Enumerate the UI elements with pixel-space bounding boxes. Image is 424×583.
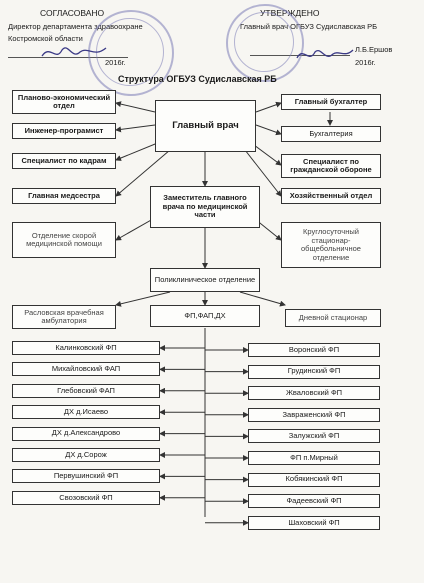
left-point-label: Свозовский ФП (59, 492, 113, 502)
right-point-label: Залужский ФП (288, 431, 340, 441)
fp-fap-label: ФП,ФАП,ДХ (184, 310, 226, 320)
seal-stamp-left (88, 10, 174, 96)
left-point-label: ДХ д.Александрово (51, 428, 121, 438)
head-nurse-box: Главная медсестра (12, 188, 116, 204)
chief-accountant-label: Главный бухгалтер (294, 96, 368, 106)
personnel-box: Специалист по кадрам (12, 153, 116, 169)
left-point-box: Свозовский ФП (12, 490, 160, 505)
fp-fap-box: ФП,ФАП,ДХ (150, 305, 260, 327)
approved-date: 2016г. (355, 58, 376, 67)
hospital-box: Круглосуточный стационар-общебольничное … (281, 222, 381, 268)
chief-accountant-box: Главный бухгалтер (281, 94, 381, 110)
left-point-box: ДХ д.Александрово (12, 426, 160, 441)
day-hospital-box: Дневной стационар (285, 309, 381, 327)
polyclinic-label: Поликлиническое отделение (154, 274, 256, 284)
left-point-label: Калинковский ФП (55, 342, 117, 352)
left-point-box: Первушинский ФП (12, 469, 160, 484)
right-point-label: Воронский ФП (288, 344, 340, 354)
signature-left (41, 47, 107, 57)
left-point-label: Глебовский ФАП (57, 385, 115, 395)
right-point-label: Завраженский ФП (282, 409, 346, 419)
head-nurse-label: Главная медсестра (28, 190, 100, 200)
hospital-label: Круглосуточный стационар-общебольничное … (301, 227, 361, 262)
household-label: Хозяйственный отдел (289, 190, 373, 200)
right-point-box: Воронский ФП (248, 343, 380, 357)
polyclinic-box: Поликлиническое отделение (150, 268, 260, 292)
right-point-box: Фадеевский ФП (248, 494, 380, 509)
approved-line1: Главный врач ОГБУЗ Судиславская РБ (240, 22, 378, 31)
rural-clinic-label: Расловская врачебная амбулатория (24, 307, 104, 325)
right-point-label: Фадеевский ФП (286, 495, 342, 505)
chief-doctor-label: Главный врач (172, 119, 239, 131)
right-point-label: Кобякинский ФП (285, 474, 343, 484)
accounting-label: Бухгалтерия (309, 128, 353, 138)
household-box: Хозяйственный отдел (281, 188, 381, 204)
ambulance-box: Отделение скорой медицинской помощи (12, 222, 116, 258)
engineer-box: Инженер-програмист (12, 123, 116, 139)
seal-stamp-right (226, 4, 304, 82)
right-point-box: Залужский ФП (248, 429, 380, 444)
right-point-box: Кобякинский ФП (248, 472, 380, 487)
left-point-label: ДХ д.Сорож (65, 449, 107, 459)
document-title: Структура ОГБУЗ Судиславская РБ (118, 74, 277, 84)
right-point-label: Жваловский ФП (285, 387, 343, 397)
right-point-box: Жваловский ФП (248, 386, 380, 401)
left-point-box: Калинковский ФП (12, 341, 160, 355)
plan-dept-label: Планово-экономический отдел (17, 92, 111, 110)
left-point-box: Глебовский ФАП (12, 383, 160, 398)
approved-name: Л.Б.Ершов (355, 45, 393, 54)
left-point-label: Первушинский ФП (53, 471, 119, 481)
right-point-box: ФП п.Мирный (248, 451, 380, 465)
left-point-box: ДХ д.Сорож (12, 448, 160, 462)
civil-defense-box: Специалист по гражданской обороне (281, 154, 381, 178)
right-point-box: Завраженский ФП (248, 407, 380, 422)
agreed-line1: Директор департамента здравоохране (8, 22, 143, 31)
personnel-label: Специалист по кадрам (21, 155, 107, 165)
right-point-label: Грудинский ФП (287, 366, 341, 376)
civil-defense-label: Специалист по гражданской обороне (290, 156, 372, 174)
accounting-box: Бухгалтерия (281, 126, 381, 142)
ambulance-label: Отделение скорой медицинской помощи (26, 230, 102, 248)
right-point-label: ФП п.Мирный (290, 452, 338, 462)
plan-dept-box: Планово-экономический отдел (12, 90, 116, 114)
left-point-label: ДХ д.Исаево (63, 406, 109, 416)
agreed-line2: Костромской области (8, 34, 83, 43)
right-point-box: Шаховский ФП (248, 515, 380, 530)
right-point-box: Грудинский ФП (248, 364, 380, 379)
seal-stamp-right-inner (234, 12, 294, 72)
left-point-box: Михайловский ФАП (12, 362, 160, 377)
left-point-box: ДХ д.Исаево (12, 405, 160, 420)
engineer-label: Инженер-програмист (24, 125, 104, 135)
deputy-label: Заместитель главного врача по медицинско… (162, 193, 248, 220)
day-hospital-label: Дневной стационар (298, 312, 368, 322)
signature-right (296, 49, 354, 59)
deputy-box: Заместитель главного врача по медицинско… (150, 186, 260, 228)
left-point-label: Михайловский ФАП (51, 364, 121, 374)
rural-clinic-box: Расловская врачебная амбулатория (12, 305, 116, 329)
chief-doctor-box: Главный врач (155, 100, 256, 152)
agreed-title: СОГЛАСОВАНО (40, 8, 105, 18)
agreed-signature-line (8, 57, 128, 58)
right-point-label: Шаховский ФП (288, 517, 340, 527)
